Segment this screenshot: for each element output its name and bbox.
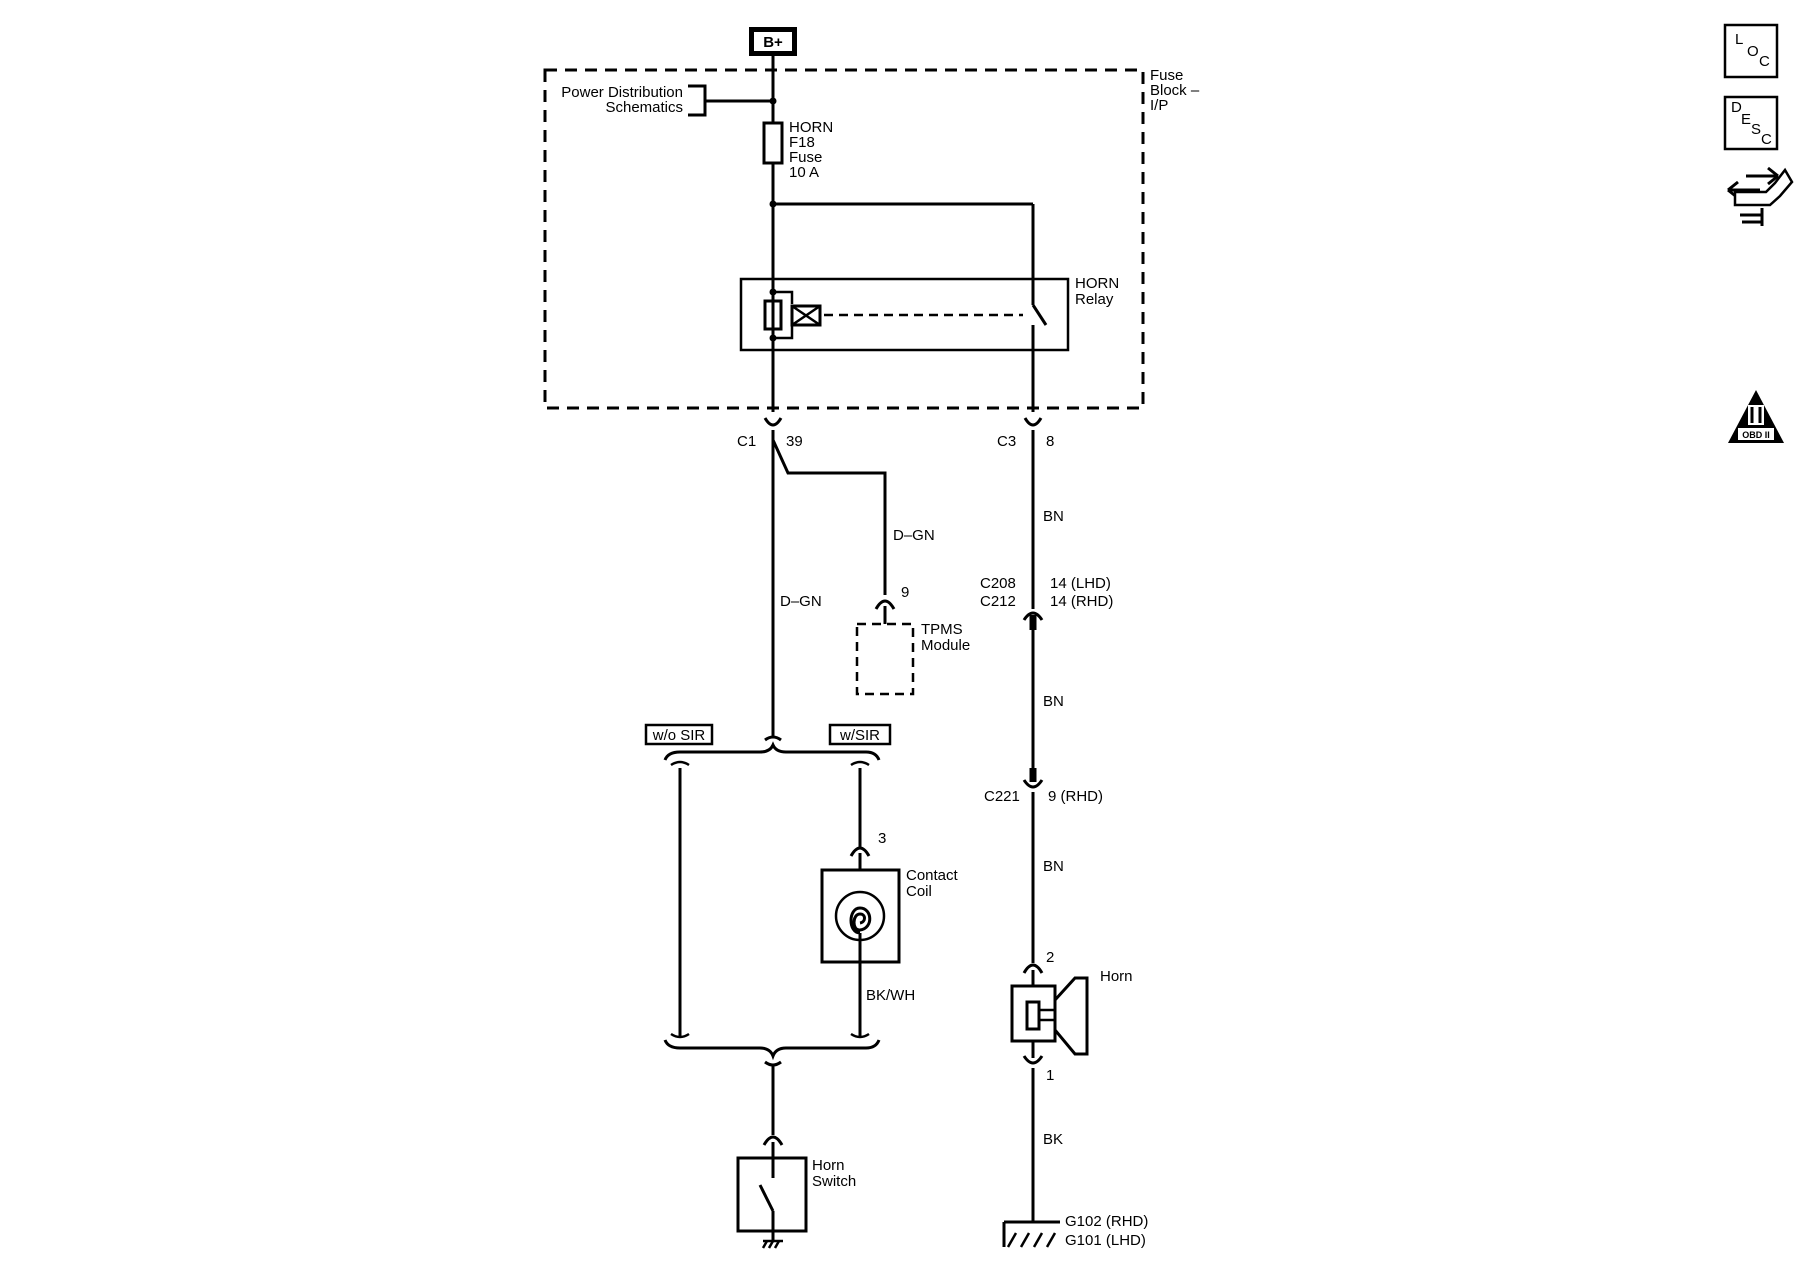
relay-coil-lead-bottom [773, 326, 794, 340]
contact-coil-line2: Coil [906, 883, 932, 900]
option-junction-top [764, 735, 782, 742]
location-reference-icon[interactable]: L O C [1723, 23, 1779, 79]
contact-coil-line1: Contact [906, 867, 959, 884]
wo-sir-connector-top [670, 760, 690, 767]
wire-label-bkwh: BK/WH [866, 987, 915, 1004]
description-reference-icon[interactable]: D E S C [1723, 95, 1779, 151]
wire-label-dgn-tpms: D–GN [893, 527, 935, 544]
horn-relay-box [739, 277, 1070, 352]
fuse-block-label-2: Block – [1150, 82, 1200, 99]
relay-line2: Relay [1075, 291, 1114, 308]
connector-coil-pin: 3 [878, 830, 886, 847]
tpms-module-box [855, 622, 915, 696]
connector-c221-pin-label: 9 (RHD) [1048, 788, 1103, 805]
connector-tpms-pin: 9 [901, 584, 909, 601]
relay-switch-contact [1031, 304, 1048, 326]
connector-c3: C3 [997, 433, 1016, 450]
connector-horn-top-symbol [1022, 963, 1044, 974]
option-wo-sir-tag: w/o SIR [644, 723, 714, 746]
connector-c208: C208 [980, 575, 1016, 592]
wire-label-bn-3: BN [1043, 858, 1064, 875]
ground-line2: G101 (LHD) [1065, 1232, 1146, 1249]
loc-letter-l: L [1735, 31, 1743, 48]
power-label: B+ [763, 34, 783, 51]
connector-tpms-symbol [874, 599, 896, 610]
obd-label: OBD II [1742, 430, 1770, 440]
wire-label-bn-1: BN [1043, 508, 1064, 525]
loc-letter-o: O [1747, 43, 1759, 60]
wire-label-bk: BK [1043, 1131, 1063, 1148]
w-sir-connector-top [850, 760, 870, 767]
relay-coil-symbol [790, 304, 822, 327]
connector-horn-pin-bottom: 1 [1046, 1067, 1054, 1084]
connector-c1-symbol [763, 417, 783, 427]
contact-coil-outer-ring [834, 890, 886, 942]
tpms-line1: TPMS [921, 621, 963, 638]
desc-letter-s: S [1751, 121, 1761, 138]
connector-c208-symbol [1022, 611, 1044, 621]
connector-coil-symbol [849, 846, 871, 857]
connector-c212-pin-label: 14 (RHD) [1050, 593, 1113, 610]
fuse-line1: HORN [789, 119, 833, 136]
connector-c212: C212 [980, 593, 1016, 610]
horn-label: Horn [1100, 968, 1133, 985]
fuse-symbol [762, 121, 784, 165]
obd-ii-icon[interactable]: OBD II [1728, 390, 1784, 443]
chassis-ground-icon [761, 1239, 783, 1249]
wire-label-bn-2: BN [1043, 693, 1064, 710]
w-sir-connector-bottom [850, 1032, 870, 1039]
option-junction-bottom [764, 1060, 782, 1067]
option-brace-bottom [663, 1039, 881, 1061]
connector-horn-switch-symbol [762, 1135, 784, 1146]
contact-coil-spiral-icon [849, 906, 872, 961]
wo-sir-connector-bottom [670, 1032, 690, 1039]
power-distribution-line2: Schematics [605, 99, 683, 116]
connector-c1-pin: 39 [786, 433, 803, 450]
power-distribution-bracket [688, 84, 707, 117]
fuse-block-label-1: Fuse [1150, 67, 1183, 84]
desc-letter-c: C [1761, 131, 1772, 148]
connector-horn-bottom-symbol [1022, 1055, 1044, 1065]
horn-switch-line2: Switch [812, 1173, 856, 1190]
fuse-block-enclosure [543, 68, 1145, 410]
fuse-line4: 10 A [789, 164, 819, 181]
option-brace-top [663, 741, 881, 761]
connector-c208-pin-label: 14 (LHD) [1050, 575, 1111, 592]
horn-switch-line1: Horn [812, 1157, 845, 1174]
connector-c1: C1 [737, 433, 756, 450]
option-wo-sir: w/o SIR [652, 727, 706, 744]
tpms-line2: Module [921, 637, 970, 654]
connector-c221: C221 [984, 788, 1020, 805]
relay-line1: HORN [1075, 275, 1119, 292]
splice-dot [769, 97, 777, 105]
fuse-line2: F18 [789, 134, 815, 151]
ground-line1: G102 (RHD) [1065, 1213, 1148, 1230]
option-w-sir: w/SIR [839, 727, 880, 744]
power-distribution-line1: Power Distribution [561, 84, 683, 101]
fuse-block-label-3: I/P [1150, 97, 1168, 114]
connector-c221-symbol [1022, 779, 1044, 789]
desc-letter-d: D [1731, 99, 1742, 116]
relay-coil-lead-top [773, 290, 794, 304]
battery-positive-block: B+ [749, 27, 797, 56]
desc-letter-e: E [1741, 111, 1751, 128]
connector-c3-symbol [1023, 417, 1043, 427]
loc-letter-c: C [1759, 53, 1770, 70]
option-w-sir-tag: w/SIR [828, 723, 892, 746]
wire-label-dgn-main: D–GN [780, 593, 822, 610]
fuse-line3: Fuse [789, 149, 822, 166]
horn-speaker-icon [1010, 976, 1089, 1056]
horn-switch-contact-blade [758, 1184, 775, 1212]
ground-symbol-icon [1002, 1220, 1060, 1248]
diagnostic-tool-icon[interactable] [1727, 166, 1794, 226]
connector-horn-pin-top: 2 [1046, 949, 1054, 966]
connector-c3-pin: 8 [1046, 433, 1054, 450]
wire-dgn-tpms [771, 439, 887, 595]
